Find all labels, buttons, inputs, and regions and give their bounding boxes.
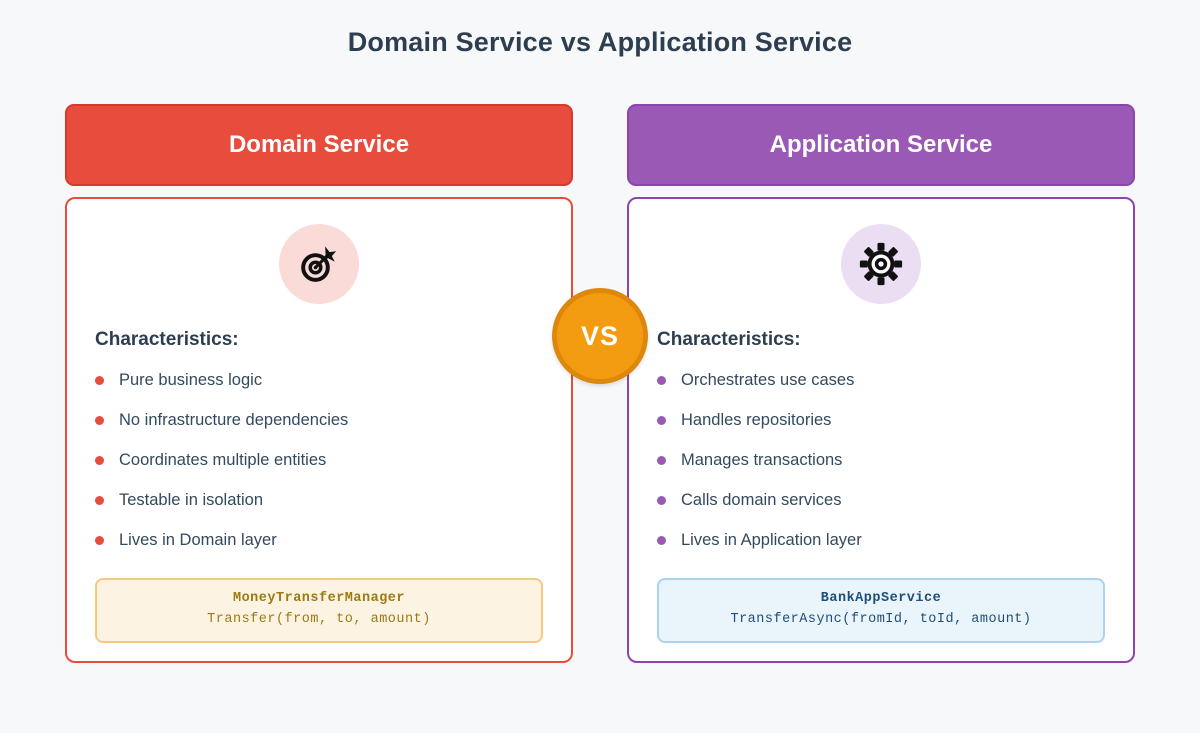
list-item-label: Testable in isolation xyxy=(119,490,264,509)
list-item: Coordinates multiple entities xyxy=(95,440,543,480)
code-class-name: MoneyTransferManager xyxy=(232,591,406,607)
list-item: No infrastructure dependencies xyxy=(95,400,543,440)
list-item: Lives in Application layer xyxy=(657,520,1105,560)
application-service-header: Application Service xyxy=(627,104,1135,186)
list-item-label: No infrastructure dependencies xyxy=(119,410,349,429)
list-item: Calls domain services xyxy=(657,480,1105,520)
bullet-icon xyxy=(657,535,666,545)
application-characteristics-list: Orchestrates use cases Handles repositor… xyxy=(657,360,1105,560)
code-method-signature: TransferAsync(fromId, toId, amount) xyxy=(730,612,1032,628)
vs-badge: VS xyxy=(552,288,648,384)
code-class-name: BankAppService xyxy=(820,591,942,607)
bullet-icon xyxy=(657,495,666,505)
list-item-label: Coordinates multiple entities xyxy=(119,450,327,469)
domain-service-body: Characteristics: Pure business logic No … xyxy=(65,197,573,663)
list-item: Orchestrates use cases xyxy=(657,360,1105,400)
list-item-label: Orchestrates use cases xyxy=(681,370,855,389)
list-item-label: Lives in Domain layer xyxy=(119,530,277,549)
bullet-icon xyxy=(95,375,104,385)
list-item: Manages transactions xyxy=(657,440,1105,480)
application-service-card: Application Service xyxy=(627,104,1135,663)
domain-service-header: Domain Service xyxy=(65,104,573,186)
list-item: Testable in isolation xyxy=(95,480,543,520)
bullet-icon xyxy=(95,495,104,505)
bullet-icon xyxy=(657,375,666,385)
list-item: Handles repositories xyxy=(657,400,1105,440)
application-service-body: Characteristics: Orchestrates use cases … xyxy=(627,197,1135,663)
target-icon xyxy=(279,224,359,304)
domain-code-example: MoneyTransferManager Transfer(from, to, … xyxy=(95,578,543,643)
bullet-icon xyxy=(95,415,104,425)
domain-characteristics-list: Pure business logic No infrastructure de… xyxy=(95,360,543,560)
application-characteristics-heading: Characteristics: xyxy=(657,329,801,350)
bullet-icon xyxy=(95,535,104,545)
application-code-example: BankAppService TransferAsync(fromId, toI… xyxy=(657,578,1105,643)
bullet-icon xyxy=(657,415,666,425)
gear-icon xyxy=(841,224,921,304)
domain-characteristics-heading: Characteristics: xyxy=(95,329,239,350)
list-item-label: Handles repositories xyxy=(681,410,832,429)
list-item: Pure business logic xyxy=(95,360,543,400)
list-item: Lives in Domain layer xyxy=(95,520,543,560)
domain-service-card: Domain Service Characteristics: Pure bus… xyxy=(65,104,573,663)
bullet-icon xyxy=(657,455,666,465)
page-title: Domain Service vs Application Service xyxy=(347,27,853,57)
list-item-label: Manages transactions xyxy=(681,450,843,469)
list-item-label: Lives in Application layer xyxy=(681,530,862,549)
list-item-label: Calls domain services xyxy=(681,490,842,509)
code-method-signature: Transfer(from, to, amount) xyxy=(207,612,431,628)
bullet-icon xyxy=(95,455,104,465)
list-item-label: Pure business logic xyxy=(119,370,263,389)
cards-row: Domain Service Characteristics: Pure bus… xyxy=(65,104,1135,663)
